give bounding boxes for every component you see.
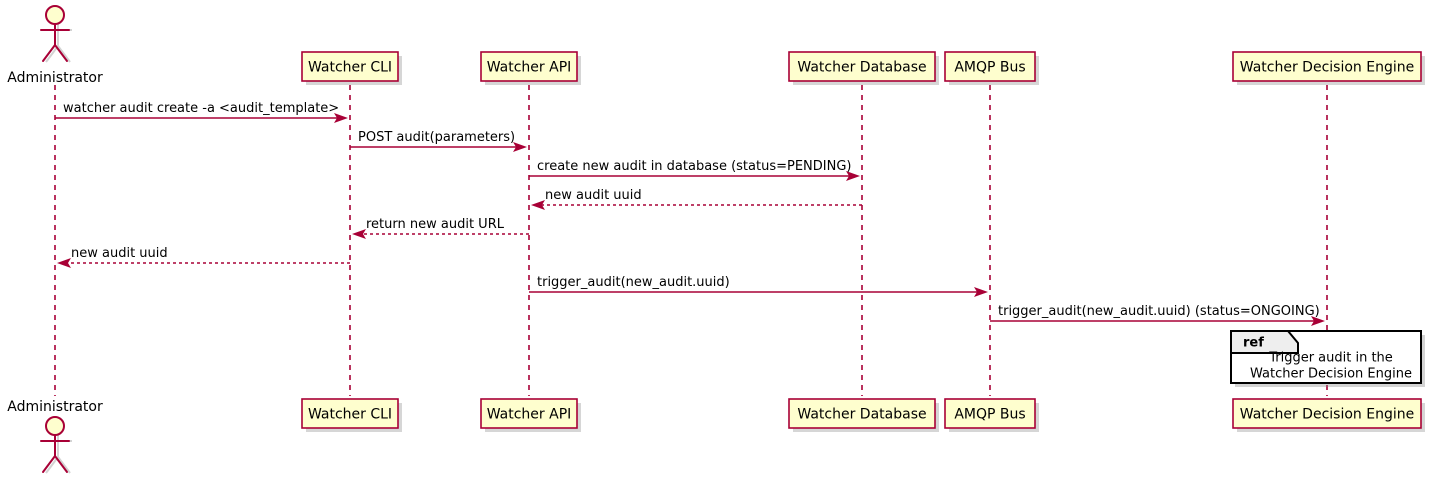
participant-box — [301, 51, 399, 82]
message-2-post-audit[interactable]: POST audit(parameters) — [350, 130, 527, 152]
message-8-trigger-audit-ongoing[interactable]: trigger_audit(new_audit.uuid) (status=ON… — [990, 304, 1325, 326]
ref-fragment[interactable]: ref Trigger audit in the Watcher Decisio… — [1230, 330, 1425, 387]
participant-label-amqp-bus-top: AMQP Bus — [954, 60, 1025, 76]
participant-label-watcher-cli-top: Watcher CLI — [308, 60, 392, 76]
message-label: trigger_audit(new_audit.uuid) (status=ON… — [998, 304, 1320, 319]
message-label: new audit uuid — [71, 246, 168, 261]
actor-label-administrator-bottom: Administrator — [7, 399, 103, 415]
participant-label-watcher-database-top: Watcher Database — [797, 60, 926, 76]
message-4-new-audit-uuid-db[interactable]: new audit uuid — [531, 188, 862, 210]
arrowhead-right-icon — [1311, 316, 1325, 326]
message-5-return-new-audit-url[interactable]: return new audit URL — [352, 217, 529, 239]
participant-box — [480, 51, 578, 82]
participant-footer-watcher-api[interactable]: Watcher API — [480, 398, 581, 432]
participant-box — [301, 398, 399, 429]
actor-leg-left-icon — [42, 44, 56, 62]
arrowhead-left-icon — [531, 200, 545, 210]
arrowhead-left-icon — [57, 258, 71, 268]
actor-head-icon — [45, 5, 65, 25]
message-label: POST audit(parameters) — [358, 130, 515, 145]
participant-label-watcher-api-top: Watcher API — [487, 60, 572, 76]
actor-label-administrator-top: Administrator — [7, 70, 103, 86]
actor-leg-left-icon — [42, 455, 56, 473]
participant-box — [944, 51, 1036, 82]
arrowhead-right-icon — [846, 171, 860, 181]
participant-header-watcher-database[interactable]: Watcher Database — [788, 51, 939, 85]
actor-administrator-top[interactable]: Administrator — [7, 5, 103, 86]
participant-header-watcher-api[interactable]: Watcher API — [480, 51, 581, 85]
message-3-create-new-audit[interactable]: create new audit in database (status=PEN… — [529, 159, 860, 181]
participant-label-watcher-decision-engine-bottom: Watcher Decision Engine — [1240, 407, 1414, 423]
participant-header-watcher-cli[interactable]: Watcher CLI — [301, 51, 402, 85]
participant-box — [480, 398, 578, 429]
participant-label-amqp-bus-bottom: AMQP Bus — [954, 407, 1025, 423]
lifelines-group — [54, 85, 1328, 396]
ref-tab-shape — [1230, 330, 1299, 354]
participant-box — [1232, 398, 1422, 429]
participant-label-watcher-cli-bottom: Watcher CLI — [308, 407, 392, 423]
ref-body-line-2: Watcher Decision Engine — [1250, 367, 1412, 382]
actor-administrator-bottom[interactable]: Administrator — [7, 399, 103, 474]
participant-footer-amqp-bus[interactable]: AMQP Bus — [944, 398, 1039, 432]
participant-header-amqp-bus[interactable]: AMQP Bus — [944, 51, 1039, 85]
arrowhead-left-icon — [352, 229, 366, 239]
message-6-new-audit-uuid-admin[interactable]: new audit uuid — [57, 246, 350, 268]
actor-leg-right-icon — [54, 455, 68, 473]
message-label: watcher audit create -a <audit_template> — [63, 101, 339, 116]
participant-box — [788, 51, 936, 82]
arrowhead-right-icon — [334, 113, 348, 123]
participant-box — [944, 398, 1036, 429]
arrowhead-right-icon — [513, 142, 527, 152]
message-label: trigger_audit(new_audit.uuid) — [537, 275, 730, 290]
participant-label-watcher-decision-engine-top: Watcher Decision Engine — [1240, 60, 1414, 76]
message-label: return new audit URL — [366, 217, 505, 232]
ref-body-line-1: Trigger audit in the — [1268, 351, 1393, 366]
actor-leg-right-icon — [54, 44, 68, 62]
message-1-watcher-audit-create[interactable]: watcher audit create -a <audit_template> — [55, 101, 348, 123]
message-label: create new audit in database (status=PEN… — [537, 159, 852, 174]
participant-footer-watcher-decision-engine[interactable]: Watcher Decision Engine — [1232, 398, 1425, 432]
message-7-trigger-audit[interactable]: trigger_audit(new_audit.uuid) — [529, 275, 988, 297]
arrowhead-right-icon — [974, 287, 988, 297]
participant-box — [788, 398, 936, 429]
participant-header-watcher-decision-engine[interactable]: Watcher Decision Engine — [1232, 51, 1425, 85]
participant-box — [1232, 51, 1422, 82]
participant-label-watcher-database-bottom: Watcher Database — [797, 407, 926, 423]
participant-footer-watcher-cli[interactable]: Watcher CLI — [301, 398, 402, 432]
participant-footer-watcher-database[interactable]: Watcher Database — [788, 398, 939, 432]
message-label: new audit uuid — [545, 188, 642, 203]
participant-label-watcher-api-bottom: Watcher API — [487, 407, 572, 423]
ref-tab-label: ref — [1243, 336, 1264, 351]
actor-head-icon — [45, 416, 65, 436]
